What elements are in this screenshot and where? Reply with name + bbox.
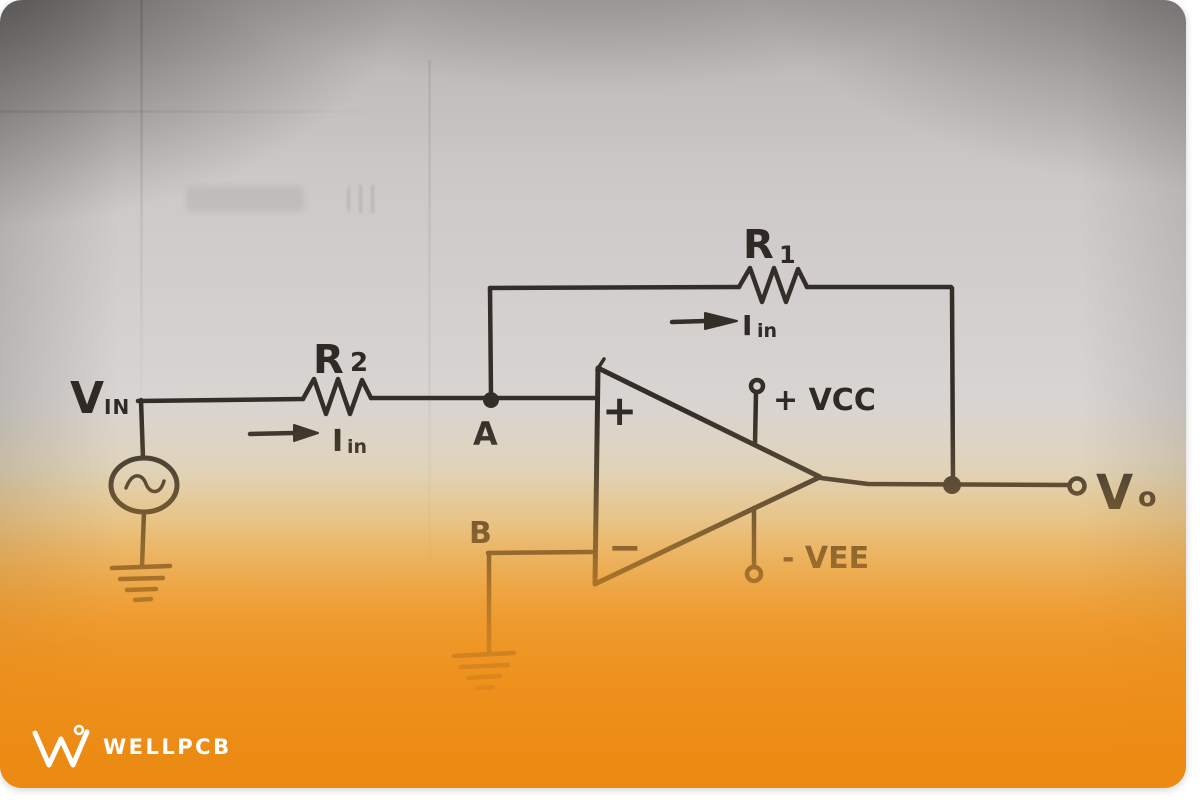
wire-b-to-inverting-input bbox=[485, 549, 596, 556]
resistor-r2-symbol bbox=[300, 376, 374, 417]
ac-source-icon bbox=[108, 455, 180, 515]
opamp-circuit-diagram: V IN R 2 I in R 1 I in A B + − + VCC - V… bbox=[70, 222, 1157, 691]
vo-label-subscript: o bbox=[1138, 482, 1157, 513]
node-a-label: A bbox=[473, 415, 498, 453]
node-b-label: B bbox=[469, 516, 492, 551]
vin-label-subscript: IN bbox=[104, 395, 130, 419]
hand-drawn-schematic-photo: V IN R 2 I in R 1 I in A B + − + VCC - V… bbox=[0, 0, 1186, 788]
iin-input-label: I bbox=[332, 424, 343, 459]
ground-symbol-b bbox=[451, 650, 517, 691]
r2-label-subscript: 2 bbox=[350, 348, 368, 378]
resistor-r1-symbol bbox=[736, 265, 810, 305]
vo-terminal-circle bbox=[1067, 476, 1087, 496]
iin-feedback-label: I bbox=[742, 309, 752, 342]
iin-arrow-feedback-head bbox=[704, 312, 738, 330]
vcc-terminal-circle bbox=[748, 377, 766, 395]
r2-label: R bbox=[313, 337, 344, 383]
iin-input-label-subscript: in bbox=[347, 436, 367, 458]
iin-arrow-input-shaft bbox=[247, 430, 297, 437]
wire-feedback-top-left bbox=[487, 284, 742, 291]
iin-arrow-input-head bbox=[293, 424, 319, 442]
vee-label: - VEE bbox=[782, 541, 869, 576]
wire-feedback-drop-to-output bbox=[949, 285, 956, 486]
r1-label: R bbox=[743, 222, 774, 268]
vee-terminal-circle bbox=[744, 564, 764, 584]
r1-label-subscript: 1 bbox=[779, 241, 796, 269]
vin-label: V bbox=[70, 373, 104, 424]
wire-vin-to-source bbox=[138, 397, 146, 461]
wire-feedback-riser bbox=[487, 285, 494, 399]
iin-feedback-label-subscript: in bbox=[757, 320, 777, 342]
wire-source-to-ground bbox=[139, 509, 147, 569]
wellpcb-logo-icon bbox=[32, 724, 90, 768]
wellpcb-logo-text: WELLPCB bbox=[103, 735, 232, 759]
wellpcb-watermark: WELLPCB bbox=[30, 724, 232, 770]
ground-symbol-source bbox=[109, 563, 173, 603]
wire-vin-to-r2 bbox=[135, 396, 306, 404]
vo-label: V bbox=[1096, 465, 1133, 521]
iin-arrow-feedback-shaft bbox=[669, 318, 708, 325]
vcc-label: + VCC bbox=[773, 383, 876, 418]
opamp-minus-sign: − bbox=[608, 525, 642, 571]
opamp-plus-sign: + bbox=[602, 386, 637, 435]
sine-wave-icon bbox=[124, 474, 166, 494]
wire-vcc-stub bbox=[752, 389, 759, 447]
output-junction-dot bbox=[943, 476, 961, 494]
